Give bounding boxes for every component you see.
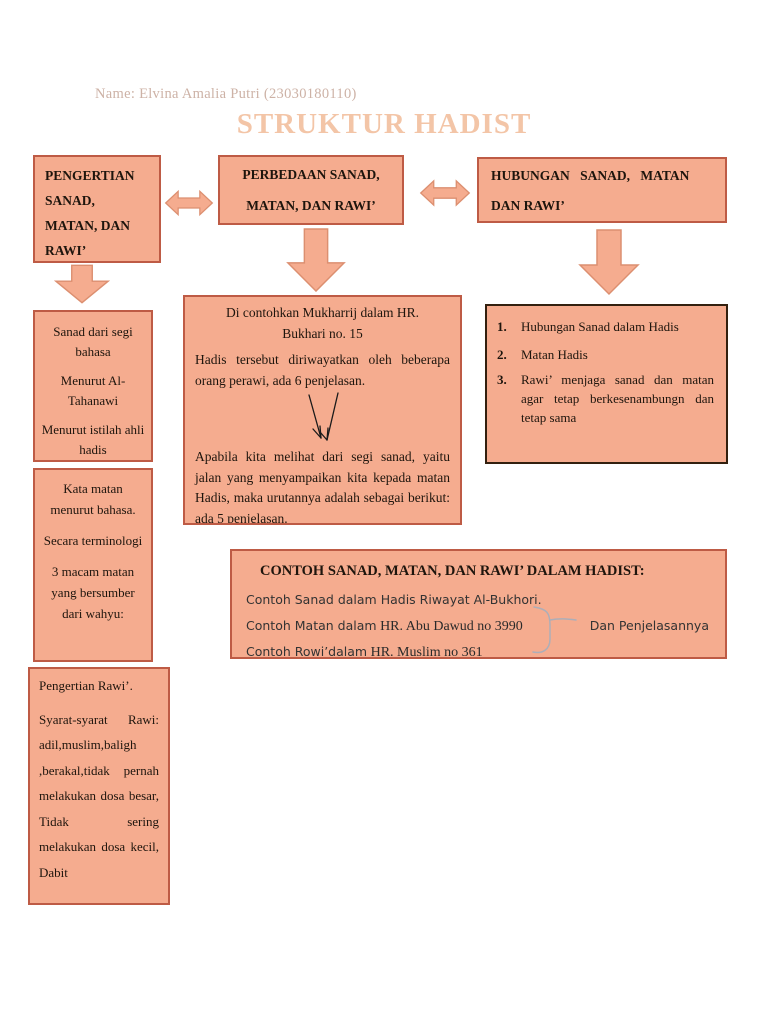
list-item: 2. Matan Hadis [497, 342, 714, 367]
paragraph: 3 macam matan yang bersumber dari wahyu: [51, 564, 135, 621]
paragraph: Sanad dari segi bahasa [53, 324, 133, 359]
hubungan-list-box: 1. Hubungan Sanad dalam Hadis 2. Matan H… [485, 304, 728, 464]
list-text: Matan Hadis [521, 347, 588, 362]
down-arrow-icon [578, 228, 640, 296]
hand-drawn-arrows-icon [300, 392, 450, 446]
pengertian-line: SANAD, [45, 193, 95, 208]
kata-matan-box: Kata matan menurut bahasa. Secara termin… [33, 468, 153, 662]
contoh-text: Contoh Matan dalam [246, 618, 377, 633]
hubungan-line: HUBUNGAN SANAD, MATAN [491, 168, 690, 183]
paragraph: Secara terminologi [43, 533, 143, 548]
pengertian-rawi-box: Pengertian Rawi’. Syarat-syarat Rawi: ad… [28, 667, 170, 905]
contoh-line: Contoh Sanad dalam Hadis Riwayat Al-Bukh… [246, 587, 711, 613]
contoh-ref: HR. Abu Dawud no 3990 [380, 619, 523, 634]
list-number: 3. [497, 372, 507, 387]
perbedaan-box: PERBEDAAN SANAD, MATAN, DAN RAWI’ [218, 155, 404, 225]
list-number: 2. [497, 347, 507, 362]
contoh-ref: HR. Muslim no 361 [370, 645, 483, 659]
paragraph: Pengertian Rawi’. [39, 678, 133, 693]
double-arrow-icon [164, 186, 214, 220]
contoh-text: Contoh Sanad dalam Hadis Riwayat Al-Bukh… [246, 592, 542, 607]
hubungan-box: HUBUNGAN SANAD, MATAN DAN RAWI’ [477, 157, 727, 223]
student-name-line: Name: Elvina Amalia Putri (23030180110) [95, 86, 357, 102]
page-title: STRUKTUR HADIST [236, 108, 532, 140]
pengertian-line: PENGERTIAN [45, 168, 135, 183]
perbedaan-line: PERBEDAAN SANAD, [242, 167, 380, 182]
down-arrow-icon [54, 264, 110, 304]
brace-icon [530, 601, 578, 657]
list-number: 1. [497, 319, 507, 334]
list-text: Hubungan Sanad dalam Hadis [521, 319, 679, 334]
perbedaan-line: MATAN, DAN RAWI’ [246, 198, 376, 213]
paragraph: Kata matan menurut bahasa. [50, 481, 136, 517]
list-text: Rawi’ menjaga sanad dan matan agar tetap… [521, 372, 714, 425]
double-arrow-icon [419, 176, 471, 210]
contoh-note: Dan Penjelasannya [589, 618, 709, 633]
contoh-title: CONTOH SANAD, MATAN, DAN RAWI’ DALAM HAD… [260, 563, 645, 579]
down-arrow-icon [285, 228, 347, 292]
contoh-box: CONTOH SANAD, MATAN, DAN RAWI’ DALAM HAD… [230, 549, 727, 659]
contoh-text: Contoh Rowi’dalam [246, 644, 368, 659]
pengertian-line: RAWI’ [45, 243, 87, 258]
paragraph: Apabila kita melihat dari segi sanad, ya… [195, 449, 450, 525]
paragraph: Hadis tersebut diriwayatkan oleh beberap… [195, 352, 450, 388]
hubungan-line: DAN RAWI’ [491, 198, 565, 213]
paragraph: Menurut Al-Tahanawi [60, 373, 126, 408]
list-item: 1. Hubungan Sanad dalam Hadis [497, 314, 714, 339]
contoh-line: Contoh Rowi’dalam HR. Muslim no 361 [246, 639, 711, 659]
contoh-line: Contoh Matan dalam HR. Abu Dawud no 3990… [246, 613, 711, 639]
mukharrij-box: Di contohkan Mukharrij dalam HR. Bukhari… [183, 295, 462, 525]
heading-line: Bukhari no. 15 [282, 325, 363, 341]
paragraph: Syarat-syarat Rawi: adil,muslim,baligh ,… [39, 711, 159, 880]
heading-line: Di contohkan Mukharrij dalam HR. [225, 305, 420, 320]
sanad-bahasa-box: Sanad dari segi bahasa Menurut Al-Tahana… [33, 310, 153, 462]
pengertian-box: PENGERTIAN SANAD, MATAN, DAN RAWI’ [33, 155, 161, 263]
pengertian-line: MATAN, DAN [45, 218, 130, 233]
paragraph: Menurut istilah ahli hadis [41, 422, 145, 457]
list-item: 3. Rawi’ menjaga sanad dan matan agar te… [497, 370, 714, 427]
